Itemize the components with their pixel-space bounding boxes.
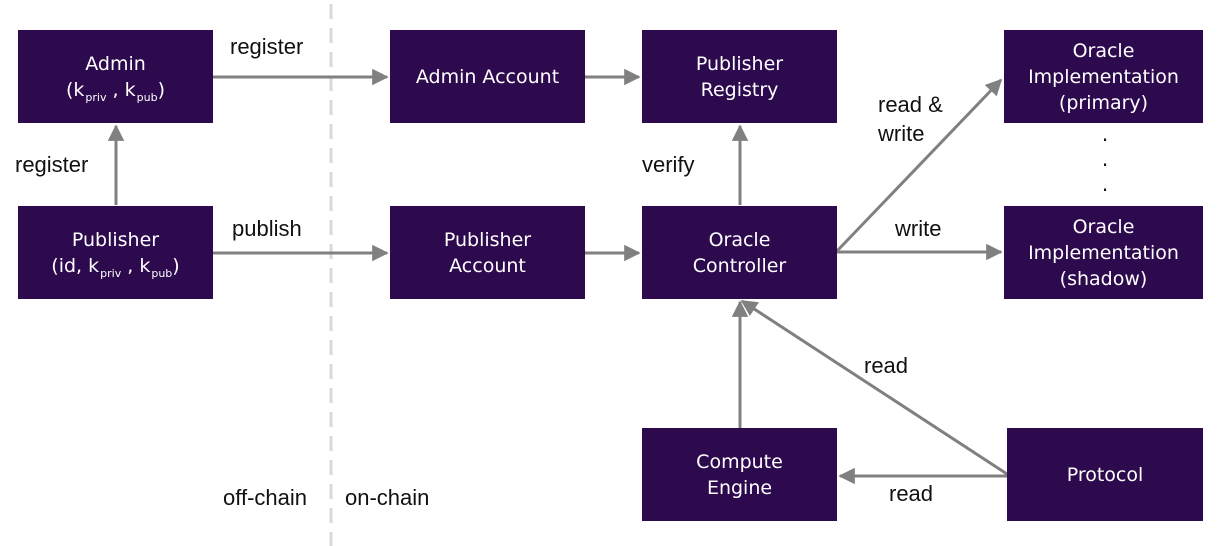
protocol-label: Protocol	[1066, 463, 1144, 486]
oracle-controller-line2: Controller	[692, 254, 787, 277]
publisher-title: Publisher	[71, 228, 160, 251]
oracle-shadow-line2: Implementation	[1028, 241, 1179, 264]
write-label: write	[895, 216, 942, 241]
admin-account-node: Admin Account	[390, 30, 585, 123]
publisher-account-node: Publisher Account	[390, 206, 585, 299]
read-write-label-line2: write	[878, 121, 925, 146]
admin-keys: (kpriv , kpub)	[66, 78, 165, 104]
admin-account-label: Admin Account	[415, 65, 560, 88]
ellipsis-dot-2: .	[1101, 147, 1109, 171]
ellipsis-dot-3: .	[1101, 172, 1109, 196]
arrow-protocol-to-controller	[740, 299, 1008, 476]
read-write-label-line1: read &	[878, 92, 943, 117]
compute-engine-node: Compute Engine	[642, 428, 837, 521]
arrow-controller-to-primary	[835, 78, 1003, 253]
publisher-account-line2: Account	[449, 254, 526, 277]
on-chain-label: on-chain	[345, 485, 430, 510]
oracle-shadow-line3: (shadow)	[1059, 267, 1148, 290]
admin-node: Admin (kpriv , kpub)	[18, 30, 213, 123]
register-label-left: register	[15, 152, 89, 177]
oracle-controller-node: Oracle Controller	[642, 206, 837, 299]
read-label-engine: read	[889, 481, 934, 506]
admin-title: Admin	[85, 52, 146, 75]
verify-label: verify	[642, 152, 695, 177]
oracle-primary-node: Oracle Implementation (primary)	[1004, 30, 1203, 123]
admin-key-priv: priv	[85, 90, 107, 104]
off-chain-label: off-chain	[223, 485, 307, 510]
publisher-registry-line2: Registry	[700, 78, 779, 101]
publisher-registry-line1: Publisher	[695, 52, 784, 75]
oracle-shadow-node: Oracle Implementation (shadow)	[1004, 206, 1203, 299]
oracle-controller-line1: Oracle	[708, 228, 771, 251]
publisher-key-priv: priv	[100, 266, 122, 280]
admin-key-pub: pub	[136, 90, 158, 104]
read-label-controller: read	[864, 353, 909, 378]
publisher-account-line1: Publisher	[443, 228, 532, 251]
ellipsis-dot-1: .	[1101, 122, 1109, 146]
publisher-id: id	[58, 254, 77, 277]
register-label-top: register	[230, 34, 304, 59]
publisher-keys: (id, kpriv , kpub)	[51, 254, 180, 280]
publisher-registry-node: Publisher Registry	[642, 30, 837, 123]
publisher-key-pub: pub	[151, 266, 173, 280]
oracle-shadow-line1: Oracle	[1072, 215, 1135, 238]
publisher-node: Publisher (id, kpriv , kpub)	[18, 206, 213, 299]
oracle-primary-line3: (primary)	[1058, 91, 1149, 114]
oracle-primary-line1: Oracle	[1072, 39, 1135, 62]
compute-engine-line2: Engine	[706, 476, 773, 499]
publish-label: publish	[232, 216, 302, 241]
protocol-node: Protocol	[1007, 428, 1203, 521]
compute-engine-line1: Compute	[696, 450, 783, 473]
oracle-primary-line2: Implementation	[1028, 65, 1179, 88]
